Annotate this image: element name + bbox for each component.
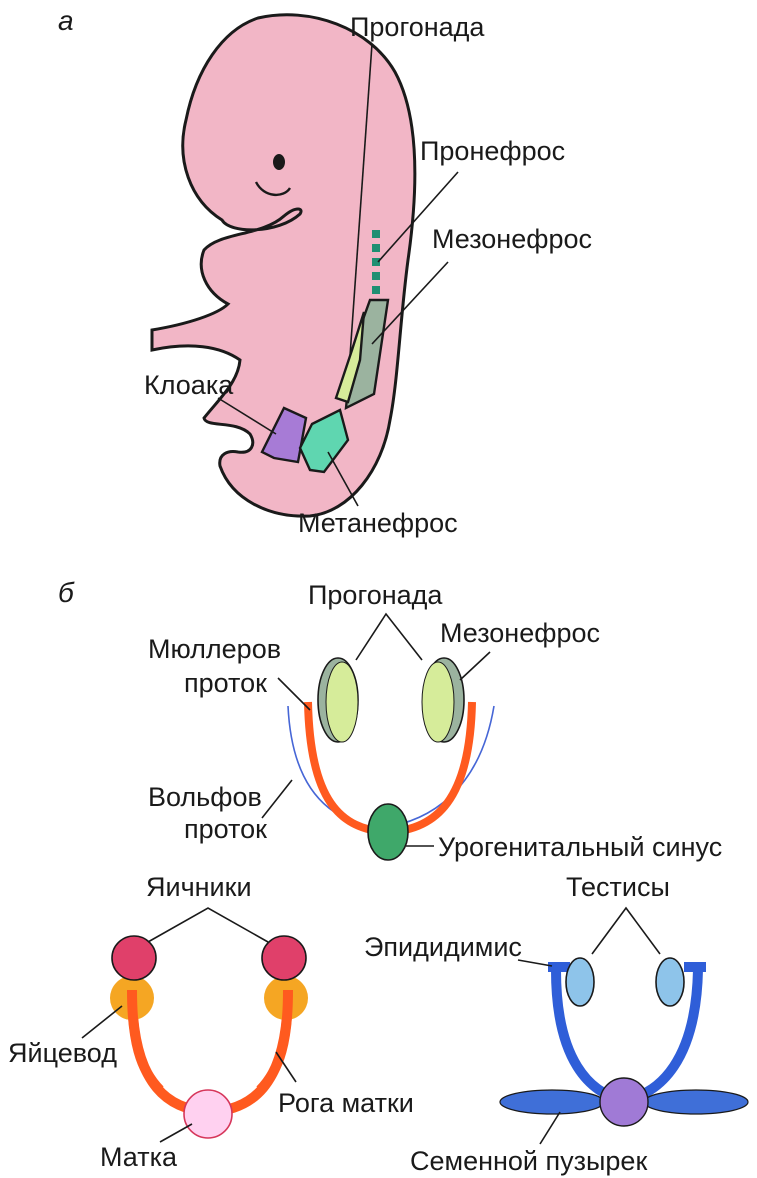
progonada-right: [422, 662, 454, 742]
leader-mezonefros-b: [460, 652, 490, 680]
ovary-right: [262, 936, 306, 980]
urogenital-sinus: [368, 804, 408, 860]
label-mezonefros-b: Мезонефрос: [440, 618, 600, 648]
leader-progonada-b: [356, 614, 422, 660]
ovary-left: [112, 936, 156, 980]
leader-yaitsevod: [82, 1006, 122, 1038]
leader-testisy: [592, 908, 660, 954]
epididymis-left: [548, 962, 570, 972]
male-system: [500, 958, 748, 1126]
progonada-left: [326, 662, 358, 742]
label-kloaka: Клоака: [144, 370, 234, 400]
label-myullerov-2: проток: [184, 668, 267, 698]
leader-epididimis: [518, 960, 552, 966]
label-urogenital: Урогенитальный синус: [438, 832, 722, 862]
male-urogenital-center: [600, 1078, 648, 1126]
label-yaitsevod: Яйцевод: [8, 1038, 117, 1068]
label-volfov-2: проток: [184, 814, 267, 844]
seminal-vesicle-left: [500, 1090, 604, 1114]
seminal-vesicle-right: [644, 1090, 748, 1114]
label-yaichniki: Яичники: [146, 872, 252, 902]
uterus: [184, 1090, 232, 1138]
label-epididimis: Эпидидимис: [364, 932, 522, 962]
leader-yaichniki: [148, 908, 268, 942]
leader-myullerov: [278, 678, 310, 710]
label-roga: Рога матки: [278, 1088, 414, 1118]
label-progonada-a: Прогонада: [350, 12, 485, 42]
testis-right: [656, 958, 684, 1006]
testis-left: [566, 958, 594, 1006]
leader-semennoy: [540, 1112, 560, 1144]
label-volfov-1: Вольфов: [148, 782, 262, 812]
label-progonada-b: Прогонада: [308, 580, 443, 610]
label-pronefros: Пронефрос: [420, 136, 565, 166]
indifferent-stage: [288, 658, 494, 860]
label-semennoy: Семенной пузырек: [410, 1146, 647, 1176]
leader-matka: [160, 1124, 192, 1142]
leader-volfov: [262, 780, 292, 818]
embryo: [152, 15, 415, 516]
panel-a-letter: а: [58, 5, 74, 36]
panel-b-letter: б: [58, 577, 75, 608]
label-mezonefros-a: Мезонефрос: [432, 224, 592, 254]
label-testisy: Тестисы: [566, 872, 670, 902]
label-matka: Матка: [100, 1142, 178, 1172]
epididymis-right: [684, 962, 706, 972]
label-metanefros: Метанефрос: [298, 508, 458, 538]
label-myullerov-1: Мюллеров: [148, 634, 281, 664]
embryo-eye: [273, 154, 285, 170]
